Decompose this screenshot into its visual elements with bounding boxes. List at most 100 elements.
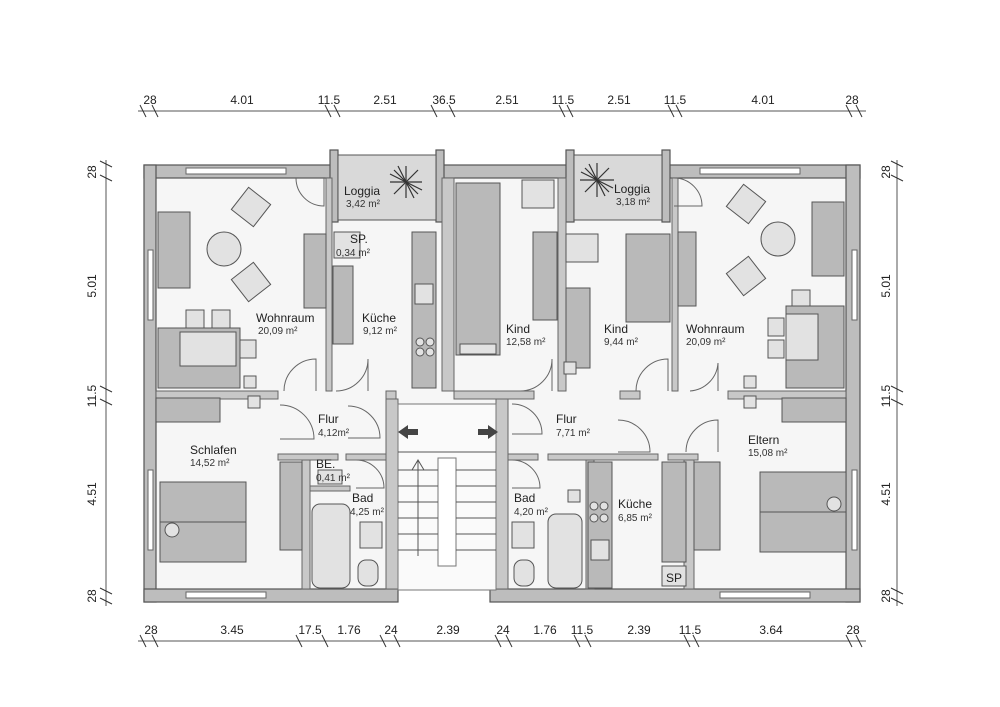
dim-bottom-4: 1.76 [337, 623, 361, 637]
room-area-wohnraum-right: 20,09 m² [686, 337, 726, 348]
furniture-kueche-left [332, 231, 437, 389]
room-name-flur-right: Flur [556, 412, 577, 426]
plant-icon [389, 165, 423, 199]
room-area-loggia-right: 3,18 m² [616, 197, 651, 208]
furniture-bad-right [511, 513, 583, 589]
chair-icon [239, 339, 257, 359]
room-name-kind-left: Kind [506, 322, 530, 336]
room-name-kueche-right: Küche [618, 497, 652, 511]
furniture-wohnraum-right [725, 183, 845, 389]
dim-top-2: 4.01 [230, 93, 254, 107]
chair-icon [791, 289, 811, 307]
dim-bottom-5: 24 [384, 623, 398, 637]
room-area-kueche-left: 9,12 m² [363, 326, 398, 337]
room-labels: SP. 0,34 m² Wohnraum 20,09 m² Küche 9,12… [190, 232, 788, 585]
dining-table-icon [179, 331, 237, 367]
dim-top-10: 4.01 [751, 93, 775, 107]
room-area-flur-left: 4,12m² [318, 428, 350, 439]
dim-bottom-10: 2.39 [627, 623, 651, 637]
room-name-kind-right: Kind [604, 322, 628, 336]
dimension-left: 28 5.01 11.5 4.51 28 [85, 160, 113, 606]
table-icon [206, 231, 242, 267]
chair-icon [767, 317, 785, 337]
doors [279, 177, 719, 489]
dim-right-1: 28 [879, 165, 893, 179]
loggia-left: Loggia 3,42 m² [337, 154, 437, 221]
armchair-icon [725, 255, 767, 297]
fridge-icon [332, 265, 354, 345]
chair-icon [211, 309, 231, 329]
armchair-icon [230, 261, 272, 303]
dim-bottom-11: 11.5 [679, 623, 702, 637]
armchair-icon [725, 183, 767, 225]
dim-left-2: 5.01 [85, 274, 99, 298]
dim-top-11: 28 [845, 93, 859, 107]
room-name-flur-left: Flur [318, 412, 339, 426]
dimension-top: 28 4.01 11.5 2.51 36.5 2.51 11.5 2.51 11… [138, 93, 866, 118]
room-area-kind-right: 9,44 m² [604, 337, 639, 348]
room-name-bad-left: Bad [352, 491, 373, 505]
inner-walls [155, 177, 847, 590]
dim-top-5: 36.5 [432, 93, 456, 107]
dim-top-6: 2.51 [495, 93, 519, 107]
dim-left-4: 4.51 [85, 482, 99, 506]
room-name-loggia-left: Loggia [344, 184, 380, 198]
chair-icon [185, 309, 205, 329]
room-area-wohnraum-left: 20,09 m² [258, 326, 298, 337]
room-area-kueche-right: 6,85 m² [618, 513, 653, 524]
loggia-right: Loggia 3,18 m² [573, 154, 663, 221]
dim-top-8: 2.51 [607, 93, 631, 107]
furniture-kind-left [455, 179, 558, 356]
dim-left-3: 11.5 [85, 384, 99, 407]
utility-markers [243, 361, 757, 587]
furniture-eltern [759, 397, 847, 553]
toilet-icon [513, 559, 535, 587]
dim-bottom-9: 11.5 [571, 623, 594, 637]
dim-left-5: 28 [85, 589, 99, 603]
room-area-kind-left: 12,58 m² [506, 337, 546, 348]
outer-walls [143, 149, 861, 603]
dim-top-1: 28 [143, 93, 157, 107]
wardrobe-icon [532, 231, 558, 321]
wardrobe-icon [693, 461, 721, 551]
dim-bottom-6: 2.39 [436, 623, 460, 637]
dim-top-7: 11.5 [552, 93, 575, 107]
cabinet-icon [677, 231, 697, 307]
furniture-kind-right [565, 231, 697, 369]
room-name-be: BE. [316, 457, 335, 471]
dim-right-3: 11.5 [879, 384, 893, 407]
dim-bottom-3: 17.5 [298, 623, 322, 637]
room-name-sp-left: SP. [350, 232, 368, 246]
room-name-eltern: Eltern [748, 433, 779, 447]
room-name-loggia-right: Loggia [614, 182, 650, 196]
dim-bottom-8: 1.76 [533, 623, 557, 637]
pantry-sp-icon [333, 231, 361, 259]
bathtub-icon [311, 503, 351, 589]
dresser-icon [155, 397, 221, 423]
room-name-wohnraum-right: Wohnraum [686, 322, 744, 336]
desk-icon [521, 179, 555, 209]
dim-bottom-13: 28 [846, 623, 860, 637]
room-area-be: 0,41 m² [316, 473, 351, 484]
room-area-bad-left: 4,25 m² [350, 507, 385, 518]
washbasin-icon [359, 521, 383, 549]
cabinet-icon [303, 233, 327, 309]
room-area-schlafen: 14,52 m² [190, 458, 230, 469]
furniture-kueche-right [587, 461, 721, 589]
room-name-kueche-left: Küche [362, 311, 396, 325]
room-area-flur-right: 7,71 m² [556, 428, 591, 439]
dimension-bottom: 28 3.45 17.5 1.76 24 2.39 24 1.76 11.5 2… [138, 623, 866, 648]
room-area-eltern: 15,08 m² [748, 448, 788, 459]
bathtub-icon [547, 513, 583, 589]
arrow-left-icon [398, 425, 418, 439]
staircase [397, 403, 498, 591]
chair-icon [767, 339, 785, 359]
dining-table-icon [785, 313, 819, 361]
dimension-right: 28 5.01 11.5 4.51 28 [879, 160, 904, 606]
sofa-icon [157, 211, 191, 289]
room-name-wohnraum-left: Wohnraum [256, 311, 314, 325]
room-name-sp-right: SP [666, 571, 682, 585]
sink-icon [590, 539, 610, 561]
sink-icon [414, 283, 434, 305]
